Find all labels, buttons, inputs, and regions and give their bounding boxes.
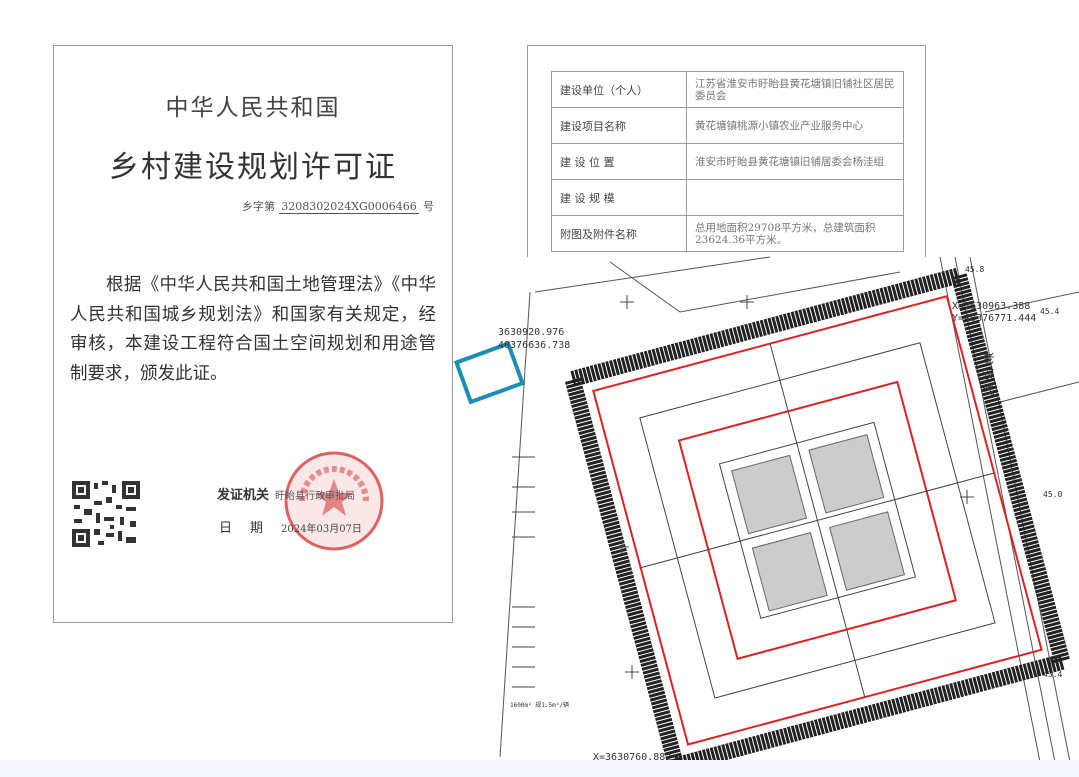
row-label: 建设单位（个人） xyxy=(551,71,687,108)
date-row: 日期2024年03月07日 xyxy=(219,517,362,536)
permit-body-text: 根据《中华人民共和国土地管理法》《中华人民共和国城乡规划法》和国家有关规定，经审… xyxy=(70,275,436,384)
site-plan-drawing: 3630920.976 40376636.738 X=3630963.388 Y… xyxy=(453,256,1079,762)
row-label: 建 设 位 置 xyxy=(551,143,687,180)
elevation: 43.4 xyxy=(1043,670,1062,679)
elevation: 45.0 xyxy=(1043,490,1062,499)
table-row: 附图及附件名称总用地面积29708平方米，总建筑面积23624.36平方米。 xyxy=(551,215,904,252)
coord-left-y: 40376636.738 xyxy=(498,340,570,351)
issuer-row: 发证机关盱眙县行政审批局 xyxy=(217,484,355,503)
bottom-margin xyxy=(0,760,1079,777)
elevation: 45.8 xyxy=(965,265,984,274)
table-row: 建设单位（个人）江苏省淮安市盱眙县黄花塘镇旧铺社区居民委员会 xyxy=(551,71,904,108)
legend-note: 1600m² 规1.5m²/辆 xyxy=(510,701,569,709)
official-seal xyxy=(284,451,384,551)
permit-number: 3208302024XG0006466 xyxy=(279,200,419,214)
coord-bottom: X=3630760.882 xyxy=(593,752,671,762)
row-label: 建 设 规 模 xyxy=(551,179,687,216)
coord-left-x: 3630920.976 xyxy=(498,327,564,338)
road-label: 老 汊 线 xyxy=(981,352,995,396)
grid-cross-marks xyxy=(615,295,974,679)
date-label: 日期 xyxy=(219,521,282,536)
number-prefix: 乡字第 xyxy=(242,200,275,213)
table-row: 建 设 位 置淮安市盱眙县黄花塘镇旧铺居委会杨洼组 xyxy=(551,143,904,180)
issuer-label: 发证机关 xyxy=(217,488,270,503)
permit-details-page: 建设单位（个人）江苏省淮安市盱眙县黄花塘镇旧铺社区居民委员会 建设项目名称黄花塘… xyxy=(527,45,926,260)
number-suffix: 号 xyxy=(423,200,434,213)
qr-code xyxy=(72,481,140,547)
info-table: 建设单位（个人）江苏省淮安市盱眙县黄花塘镇旧铺社区居民委员会 建设项目名称黄花塘… xyxy=(551,71,904,252)
elevation: 45.4 xyxy=(1040,307,1059,316)
row-value xyxy=(686,179,904,216)
country-title: 中华人民共和国 xyxy=(165,95,341,121)
row-value: 黄花塘镇桃源小镇农业产业服务中心 xyxy=(686,107,904,144)
row-value: 淮安市盱眙县黄花塘镇旧铺居委会杨洼组 xyxy=(686,143,904,180)
permit-number-row: 乡字第 3208302024XG0006466 号 xyxy=(242,198,434,214)
legend-lines xyxy=(512,456,535,688)
coord-right-x: X=3630963.388 xyxy=(952,301,1030,312)
stamp-fragment xyxy=(453,341,526,405)
row-value: 江苏省淮安市盱眙县黄花塘镇旧铺社区居民委员会 xyxy=(686,71,904,108)
coord-right-y: Y=40376771.444 xyxy=(952,313,1036,324)
row-label: 建设项目名称 xyxy=(551,107,687,144)
table-row: 建设项目名称黄花塘镇桃源小镇农业产业服务中心 xyxy=(551,107,904,144)
issuer-value: 盱眙县行政审批局 xyxy=(275,491,356,502)
permit-certificate: 中华人民共和国 乡村建设规划许可证 乡字第 3208302024XG0006466… xyxy=(53,45,453,623)
permit-title: 乡村建设规划许可证 xyxy=(109,150,397,185)
date-value: 2024年03月07日 xyxy=(281,524,362,535)
row-value: 总用地面积29708平方米，总建筑面积23624.36平方米。 xyxy=(686,215,904,252)
row-label: 附图及附件名称 xyxy=(551,215,687,252)
table-row: 建 设 规 模 xyxy=(551,179,904,216)
